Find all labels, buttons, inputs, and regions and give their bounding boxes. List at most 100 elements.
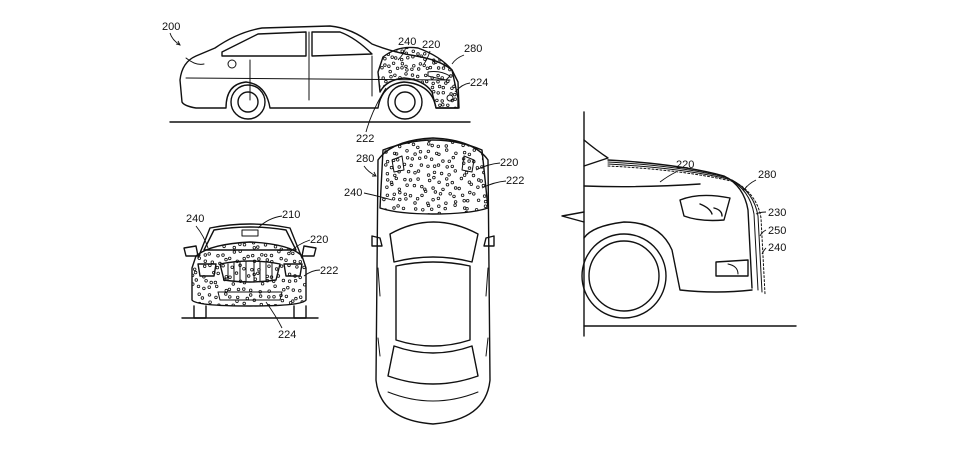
coating-dot bbox=[413, 201, 417, 205]
coating-dot bbox=[472, 148, 476, 152]
coating-dot bbox=[430, 207, 434, 211]
detail-wheel bbox=[581, 233, 667, 319]
coating-dot bbox=[392, 93, 396, 97]
coating-dot bbox=[453, 200, 458, 204]
leader-line bbox=[475, 162, 501, 171]
detail-view: 220 280 230 250 240 bbox=[561, 111, 797, 337]
detail-layer-230 bbox=[607, 161, 759, 291]
coating-dot bbox=[403, 134, 406, 137]
coating-dot bbox=[439, 171, 444, 176]
coating-dot bbox=[211, 242, 216, 246]
coating-dot bbox=[299, 295, 303, 299]
coating-dot bbox=[452, 194, 456, 199]
leader-line bbox=[169, 32, 181, 46]
coating-dot bbox=[404, 51, 408, 55]
coating-dot bbox=[259, 302, 263, 306]
coating-dot bbox=[207, 293, 212, 297]
detail-wheel-rim bbox=[588, 240, 660, 312]
coating-dot bbox=[397, 187, 401, 191]
front-lower-intake bbox=[217, 291, 283, 301]
coating-dot bbox=[405, 183, 409, 187]
coating-dot bbox=[417, 67, 421, 71]
coating-dot bbox=[302, 265, 306, 270]
coating-dot bbox=[476, 134, 479, 137]
coating-dot bbox=[267, 264, 271, 268]
coating-dot bbox=[228, 295, 232, 299]
leader-arrow bbox=[175, 40, 181, 46]
coating-dot bbox=[410, 73, 415, 77]
coating-dot bbox=[236, 287, 241, 292]
front-grille-slats bbox=[227, 260, 273, 283]
coating-dot bbox=[380, 65, 384, 70]
coating-dot bbox=[450, 86, 454, 90]
coating-dot bbox=[238, 249, 242, 253]
detail-headlight bbox=[679, 194, 731, 222]
coating-dot bbox=[400, 103, 405, 108]
coating-dot bbox=[472, 192, 476, 196]
coating-dot bbox=[288, 301, 293, 305]
coating-dot bbox=[246, 274, 251, 278]
coating-dot bbox=[462, 161, 466, 165]
coating-dot bbox=[287, 272, 292, 276]
coating-dot bbox=[246, 254, 250, 259]
coating-dot bbox=[274, 267, 279, 271]
front-view: 240 210 220 222 224 bbox=[181, 209, 338, 341]
coating-dot bbox=[231, 303, 235, 306]
coating-dot bbox=[239, 236, 242, 239]
coating-dot bbox=[378, 91, 380, 95]
coating-dot bbox=[196, 284, 201, 289]
coating-dot bbox=[188, 259, 191, 262]
coating-dot bbox=[242, 267, 246, 271]
coating-dot bbox=[385, 171, 390, 176]
top-door-handle bbox=[485, 267, 489, 297]
front-windshield bbox=[203, 226, 297, 251]
coating-dot bbox=[187, 297, 190, 300]
coating-dot bbox=[279, 247, 283, 251]
coating-dot bbox=[207, 285, 211, 289]
coating-dot bbox=[200, 242, 204, 244]
coating-dot bbox=[448, 67, 452, 72]
coating-dot bbox=[451, 155, 455, 160]
coating-dot bbox=[428, 65, 433, 70]
coating-dot bbox=[267, 289, 271, 293]
coating-dot bbox=[394, 152, 399, 156]
coating-dot bbox=[234, 271, 239, 275]
coating-dot bbox=[489, 215, 492, 218]
top-view: 280 220 222 240 bbox=[344, 134, 524, 425]
coating-dot bbox=[388, 47, 392, 48]
coating-dot bbox=[461, 215, 464, 218]
coating-dot bbox=[447, 215, 450, 218]
coating-dot bbox=[467, 166, 472, 170]
side-front-hub bbox=[394, 91, 416, 113]
coating-dot bbox=[424, 73, 428, 78]
coating-dot bbox=[448, 192, 452, 196]
coating-dot bbox=[483, 199, 488, 204]
ref-label: 220 bbox=[422, 39, 440, 51]
coating-dot bbox=[192, 282, 195, 286]
coating-dot bbox=[280, 298, 285, 303]
coating-dot bbox=[273, 284, 277, 288]
coating-dot bbox=[438, 192, 443, 196]
coating-dot bbox=[419, 163, 424, 167]
leader-line bbox=[481, 180, 507, 189]
coating-dot bbox=[251, 242, 256, 245]
coating-dot bbox=[207, 252, 211, 256]
ref-label: 240 bbox=[398, 36, 416, 48]
coating-dot bbox=[390, 182, 394, 187]
coating-dot bbox=[392, 47, 396, 50]
front-left-mirror bbox=[183, 245, 199, 257]
coating-dot bbox=[466, 198, 470, 203]
coating-dot bbox=[417, 96, 421, 101]
coating-dot bbox=[423, 57, 427, 61]
coating-dot bbox=[426, 173, 431, 177]
coating-dot bbox=[447, 173, 451, 177]
coating-dot bbox=[224, 275, 228, 279]
coating-dot bbox=[292, 259, 297, 264]
coating-dot bbox=[401, 206, 406, 211]
side-fuel-cap bbox=[227, 59, 237, 69]
coating-dot bbox=[432, 61, 436, 65]
coating-dot bbox=[436, 196, 441, 201]
coating-dot bbox=[198, 239, 201, 242]
coating-dot bbox=[430, 143, 434, 148]
